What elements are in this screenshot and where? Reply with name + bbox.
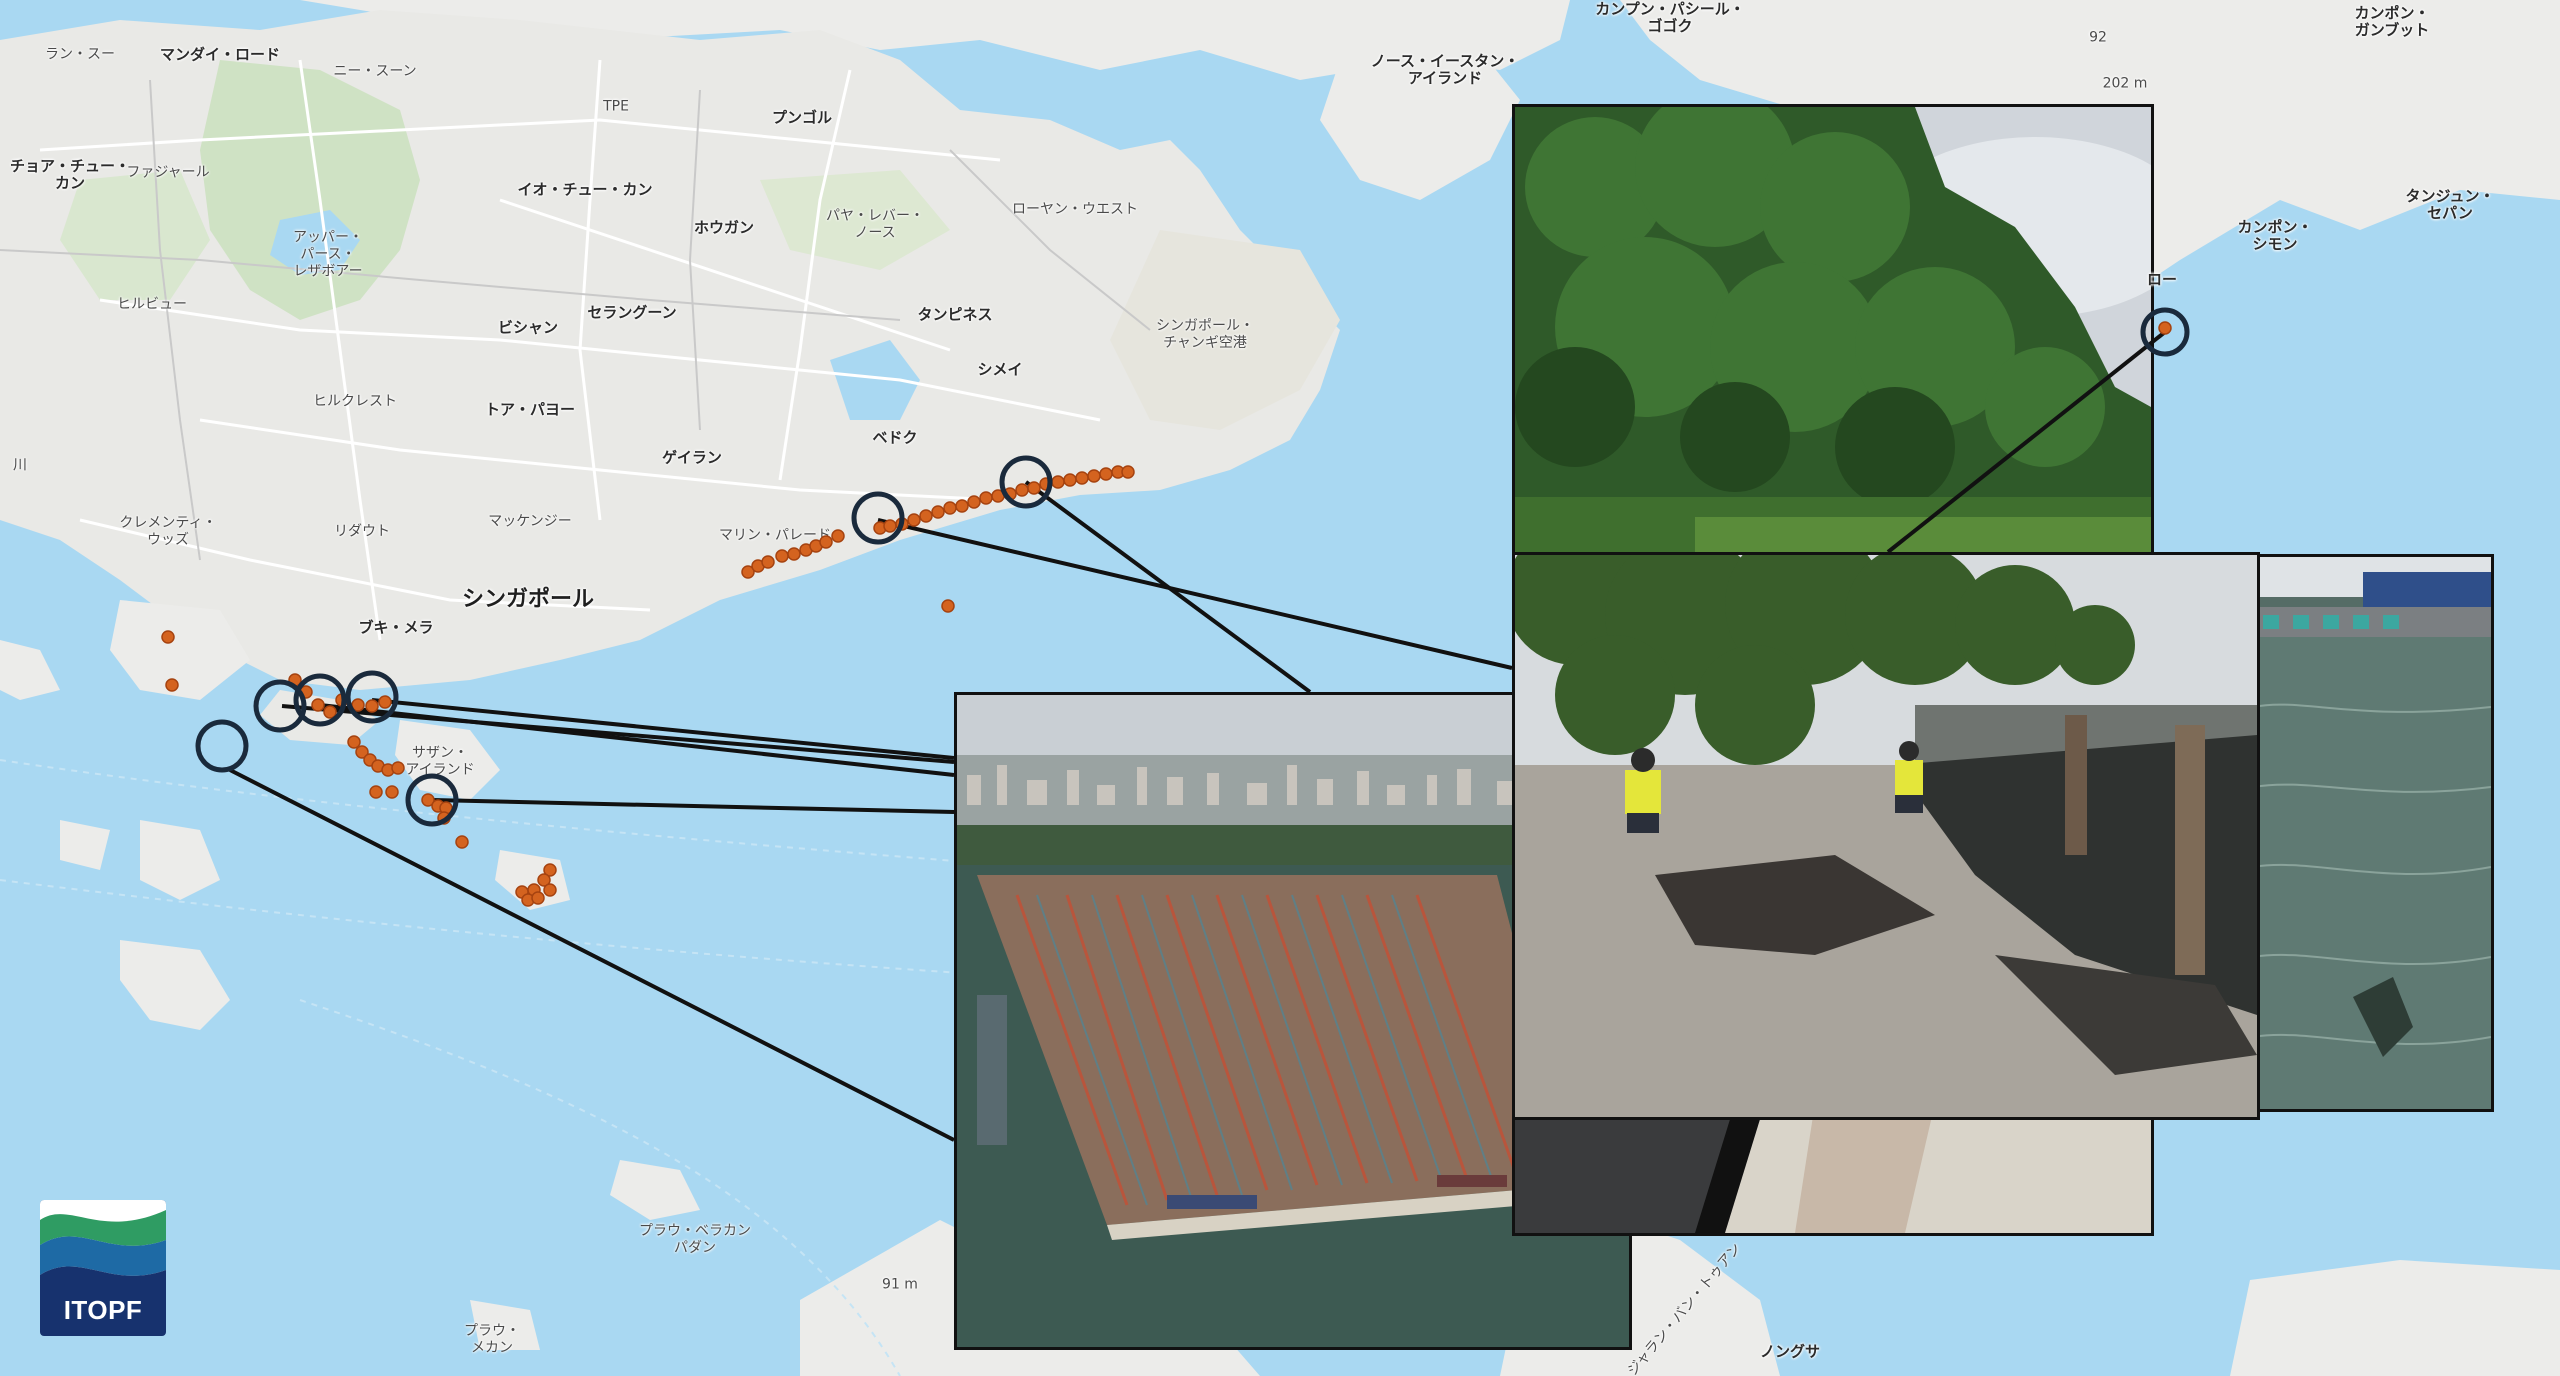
place-label-simei: シメイ [977, 360, 1023, 379]
road-network [39, 59, 1101, 641]
oiled-beach-photo [1512, 552, 2260, 1120]
place-label-ro: ロー [2146, 270, 2178, 289]
place-label-serangoon: セラングーン [587, 303, 677, 322]
place-label-hillcrest: ヒルクレスト [313, 393, 397, 410]
land-ubin [1320, 50, 1520, 200]
land-small-islands [610, 1160, 700, 1220]
responder-2 [1895, 741, 1923, 813]
green-central-catchment [200, 60, 420, 320]
place-label-mackenzie: マッケンジー [488, 513, 572, 530]
land-johor [300, 0, 1570, 80]
place-label-loyang-west: ローヤン・ウエスト [1012, 201, 1138, 218]
place-label-mandai-road: マンダイ・ロード [159, 45, 281, 64]
place-label-fajar: ファジャール [126, 164, 210, 181]
place-label-geylang: ゲイラン [662, 448, 722, 467]
place-label-marine-parade: マリン・パレード [719, 527, 831, 544]
place-label-toa-payoh: トア・パヨー [484, 400, 576, 419]
place-label-left-edge: 川 [13, 457, 27, 474]
logo-text: ITOPF [63, 1295, 143, 1325]
green-north [760, 170, 950, 270]
green-west [60, 170, 210, 300]
place-label-choa-chu-kang: チョア・チュー・ カン [9, 157, 131, 192]
responder-1 [1625, 748, 1661, 833]
place-label-road-tpe: TPE [603, 98, 629, 115]
place-label-bedok: ベドク [872, 428, 918, 447]
land-islands-5 [60, 820, 110, 870]
place-label-road-92: 92 [2089, 29, 2107, 46]
land-east-corner [2230, 1260, 2560, 1376]
trees-photo [1512, 104, 2154, 562]
place-label-bukit-merah: ブキ・メラ [358, 618, 434, 637]
land-small-islands-2 [470, 1300, 540, 1350]
reservoir-2 [830, 340, 920, 420]
place-label-kampong-simon: カンポン・ シモン [2237, 218, 2313, 253]
place-label-upper-peirce: アッパー・ パース・ レザボアー [293, 229, 363, 280]
place-label-kampong-pasir-gogok: カンプン・パシール・ ゴゴク [1595, 0, 1745, 35]
place-label-sea-depth-1: 91 m [882, 1276, 918, 1293]
shoreline-photo-bottom [1512, 1100, 2154, 1236]
place-label-lan-su: ラン・スー [45, 46, 115, 63]
land-islands-4 [120, 940, 230, 1030]
expressways [0, 79, 1151, 561]
place-label-singapore: シンガポール [461, 587, 595, 612]
container-port-aerial-photo [954, 692, 1632, 1350]
place-label-southern-islands: サザン・ アイランド [405, 745, 475, 778]
place-label-ridout: リダウト [334, 523, 390, 540]
reservoir [270, 210, 360, 275]
place-label-clementi-woods: クレメンティ・ ウッズ [119, 515, 217, 548]
wave-logo-icon [40, 1200, 166, 1290]
place-label-north-eastern-islands: ノース・イースタン・ アイランド [1370, 52, 1520, 87]
place-label-punggol: プンゴル [771, 108, 833, 127]
harbour-oily-water-photo [2250, 554, 2494, 1112]
shipping-lanes [0, 759, 1501, 1376]
place-label-yio-chu-kang: イオ・チュー・カン [517, 180, 653, 199]
place-label-sea-depth-2: 202 m [2102, 75, 2148, 92]
itopf-logo: ITOPF [40, 1200, 166, 1336]
place-label-nongsa: ノングサ [1759, 1342, 1821, 1361]
place-label-hougang: ホウガン [693, 218, 755, 237]
place-label-kampong-ganbut: カンポン・ ガンブット [2354, 4, 2430, 39]
place-label-hillview: ヒルビュー [117, 296, 187, 313]
place-label-pulau-belakang-padang: プラウ・ベラカン パダン [639, 1223, 751, 1256]
land-jurong-island [110, 600, 250, 700]
place-label-ni-sun: ニー・スーン [333, 63, 417, 80]
place-label-changi-airport: シンガポール・ チャンギ空港 [1156, 318, 1254, 351]
land-islands-west [0, 640, 60, 700]
place-label-tampines: タンピネス [917, 305, 993, 324]
place-label-pulau-mekan: プラウ・ メカン [464, 1323, 520, 1356]
changi-airport-area [1110, 230, 1340, 430]
place-label-tanjung-sepan: タンジュン・ セパン [2405, 187, 2495, 222]
place-label-pasir-ris-north: パヤ・レバー・ ノース [826, 208, 924, 241]
place-label-bishan: ビシャン [497, 318, 559, 337]
land-islands-3 [140, 820, 220, 900]
